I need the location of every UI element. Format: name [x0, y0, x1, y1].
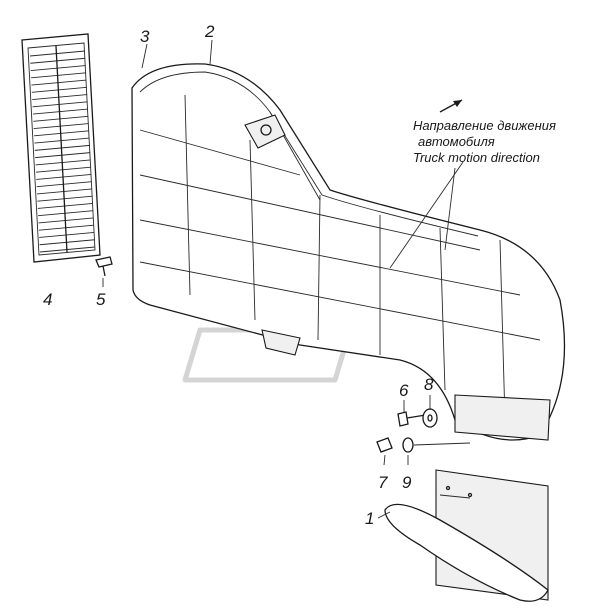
spring-washer-part [402, 437, 471, 453]
filter-pleat [30, 65, 86, 71]
callout-2: 2 [204, 22, 215, 41]
filter-pleat [38, 217, 94, 224]
filter-pleat [34, 137, 90, 144]
filter-pleat [30, 57, 86, 64]
filter-pleat [31, 72, 87, 79]
washer-part [422, 408, 438, 428]
callout-5: 5 [96, 290, 106, 309]
direction-arrow [439, 99, 463, 113]
filter-pleat [35, 159, 91, 166]
direction-note-ru-line1: Направление движения [413, 118, 556, 133]
filter-pleat [37, 195, 93, 202]
filter-pleat [33, 115, 89, 122]
filter-pleat [36, 188, 93, 195]
filter-pleat [39, 232, 95, 238]
nut-part [376, 437, 393, 453]
filter-pleat [36, 181, 92, 188]
filter-pleat [38, 210, 94, 217]
filter-pleat [31, 86, 87, 93]
filter-pleat [35, 152, 91, 159]
callout-4: 4 [43, 290, 52, 309]
filter-pleat [32, 108, 89, 115]
callout-1: 1 [365, 509, 374, 528]
callout-6: 6 [399, 381, 409, 400]
filter-element-part [21, 33, 101, 263]
filter-pleat [33, 123, 89, 130]
filter-pleat [38, 224, 94, 231]
filter-pleat [29, 50, 86, 57]
direction-note-ru-line2: автомобиля [418, 134, 495, 149]
air-duct-housing-part [131, 63, 566, 441]
callout-3: 3 [140, 27, 150, 46]
filter-pleat [34, 130, 90, 137]
intake-hood-part [384, 469, 549, 602]
filter-pleat [32, 94, 88, 101]
callout-9: 9 [402, 473, 412, 492]
screw-part [95, 256, 113, 277]
callout-7: 7 [378, 473, 388, 492]
filter-pleat [36, 173, 92, 180]
filter-pleat [35, 166, 91, 173]
filter-pleat [31, 79, 87, 86]
callout-8: 8 [424, 375, 434, 394]
direction-note-en: Truck motion direction [413, 150, 540, 165]
filter-pleat [32, 101, 88, 108]
filter-pleat [37, 202, 93, 209]
filter-pleat [34, 144, 90, 151]
leader-lines [102, 39, 464, 519]
filter-center-divider [55, 45, 68, 253]
